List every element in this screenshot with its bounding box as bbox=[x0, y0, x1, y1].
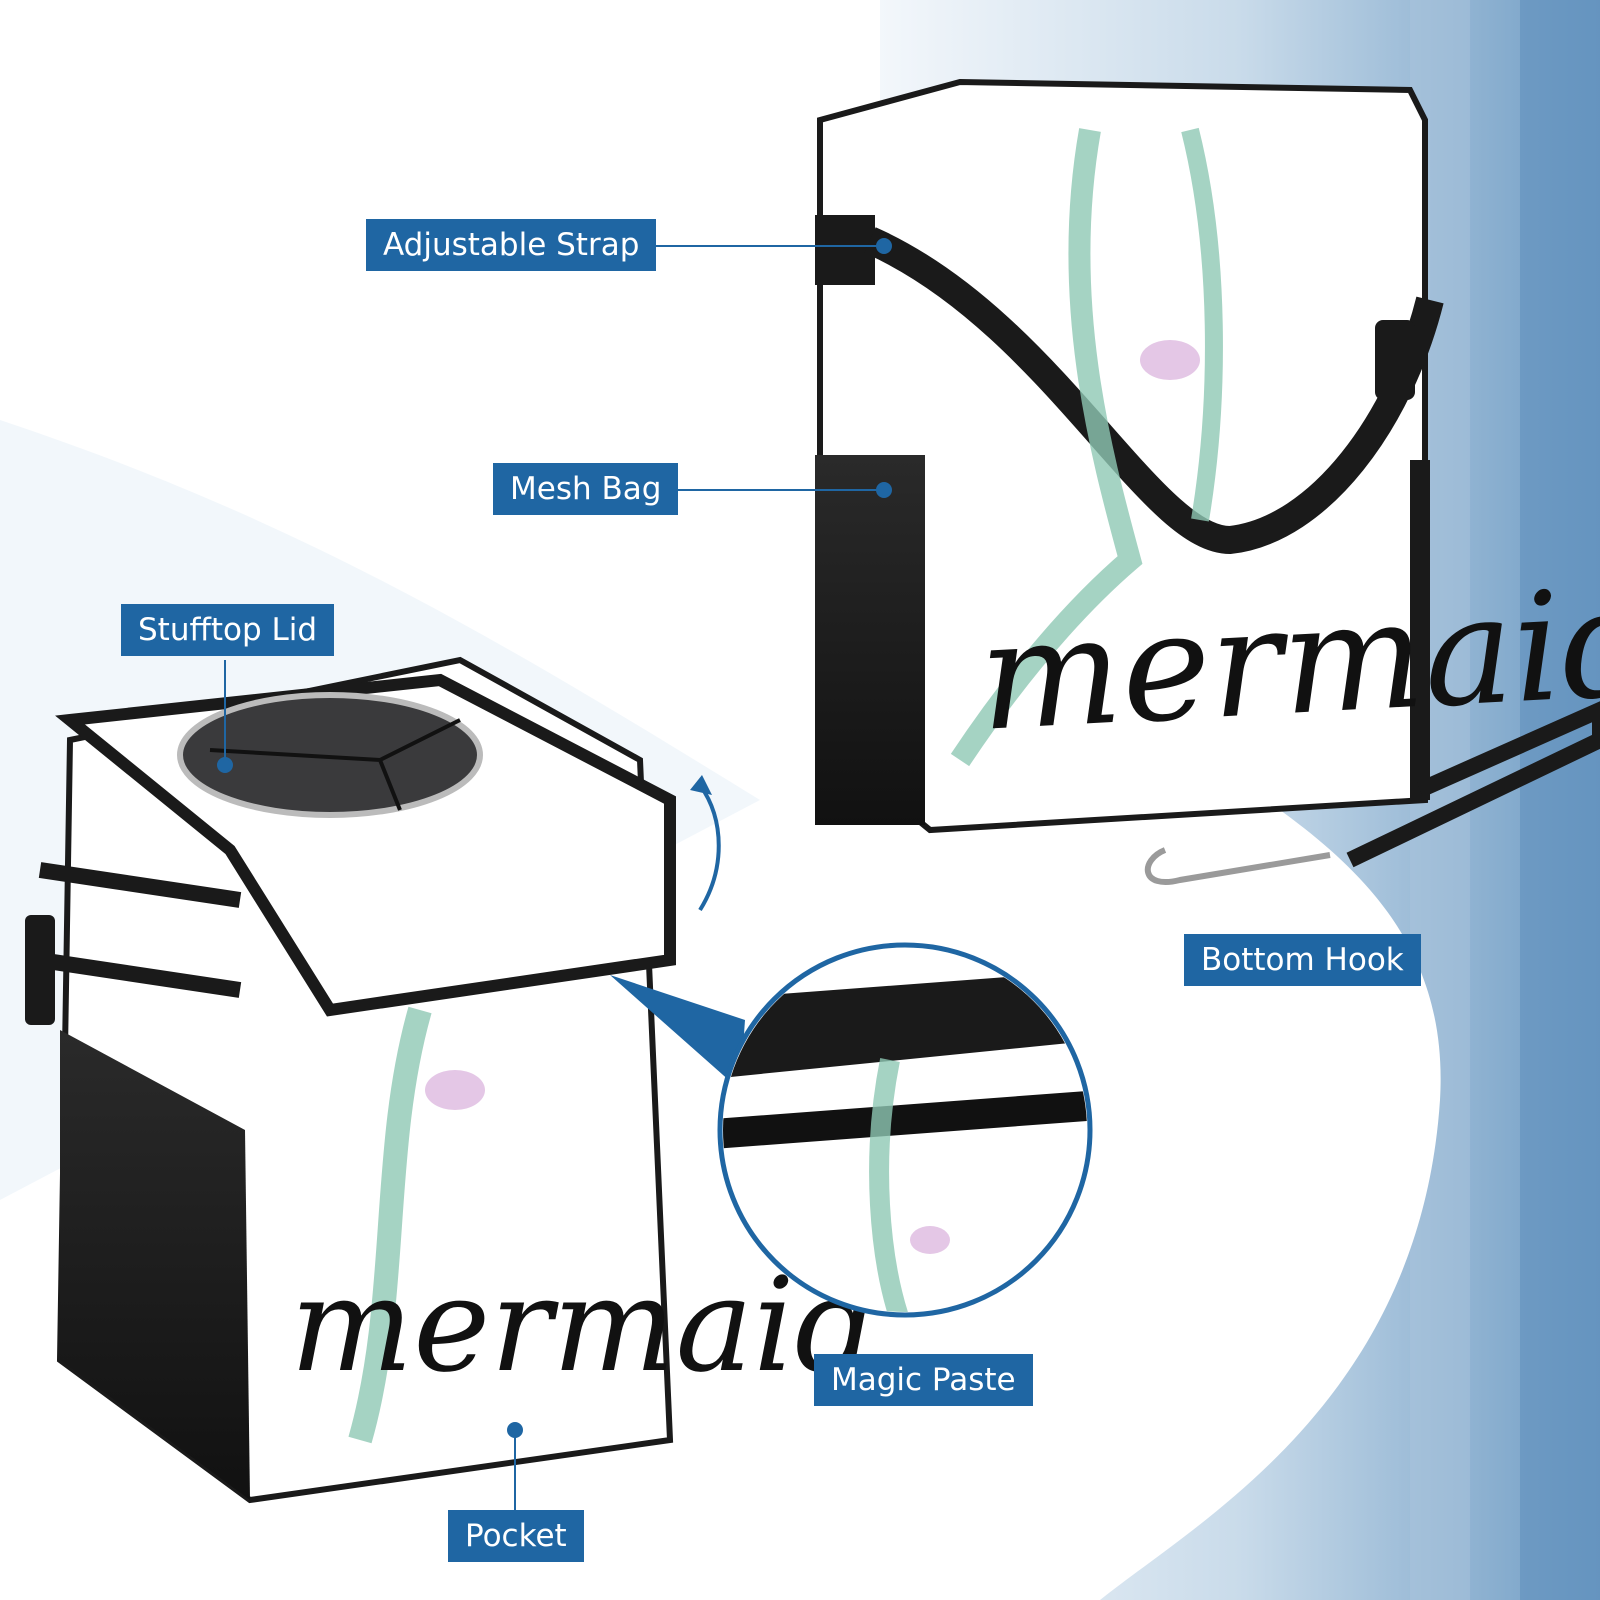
leader-lines bbox=[217, 238, 892, 1512]
label-bottom-hook: Bottom Hook bbox=[1184, 934, 1421, 986]
magic-paste-detail bbox=[610, 942, 1093, 1318]
mermaid-print-front: mermaid bbox=[290, 1249, 878, 1401]
shell-top bbox=[1140, 340, 1200, 380]
label-adjustable-strap: Adjustable Strap bbox=[366, 219, 657, 271]
label-stufftop-lid: Stufftop Lid bbox=[121, 604, 335, 656]
mesh-pocket bbox=[815, 455, 925, 825]
open-arrow-icon bbox=[690, 775, 712, 795]
bag-back-view: mermaid bbox=[815, 78, 1600, 885]
hook bbox=[1144, 847, 1331, 885]
buckle bbox=[1375, 320, 1415, 400]
lid-opening bbox=[177, 692, 483, 818]
label-pocket: Pocket bbox=[448, 1510, 584, 1562]
label-magic-paste: Magic Paste bbox=[814, 1354, 1033, 1406]
strap bbox=[864, 227, 1444, 555]
mermaid-print: mermaid bbox=[975, 556, 1600, 765]
label-mesh-bag: Mesh Bag bbox=[493, 463, 679, 515]
side-mesh-pocket bbox=[60, 1030, 250, 1500]
